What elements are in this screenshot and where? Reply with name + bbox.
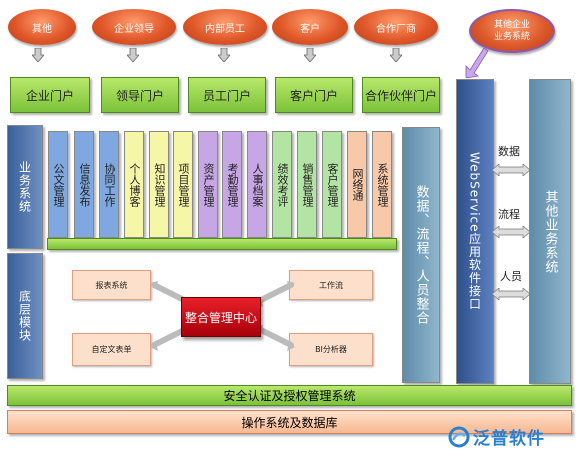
oval-customers: 客户 xyxy=(272,9,348,45)
logo-text: 泛普软件 xyxy=(473,429,545,449)
arrow-down-icon xyxy=(304,48,316,62)
webservice-interface: WebService应用软件接口 xyxy=(456,79,494,384)
portal-partner[interactable]: 合作伙伴门户 xyxy=(362,77,440,113)
module-item[interactable]: 信息发布 xyxy=(74,131,94,238)
other-business-system: 其他业务系统 xyxy=(529,79,571,384)
module-item[interactable]: 公文管理 xyxy=(48,131,68,238)
logo-icon xyxy=(448,426,470,447)
integration-center[interactable]: 整合管理中心 xyxy=(181,297,261,337)
module-item[interactable]: 项目管理 xyxy=(173,131,193,238)
module-item[interactable]: 销售管理 xyxy=(297,131,317,238)
report-system[interactable]: 报表系统 xyxy=(72,270,151,300)
module-item[interactable]: 人事档案 xyxy=(247,131,267,238)
workflow[interactable]: 工作流 xyxy=(289,270,373,300)
module-item[interactable]: 知识管理 xyxy=(149,131,169,238)
module-item[interactable]: 客户管理 xyxy=(322,131,342,238)
flow-label-process: 流程 xyxy=(498,208,520,221)
os-database: 操作系统及数据库 xyxy=(7,410,572,434)
arrow-down-icon xyxy=(218,48,230,62)
module-item[interactable]: 资产管理 xyxy=(198,131,218,238)
flow-label-data: 数据 xyxy=(498,145,520,158)
arrow-down-icon xyxy=(127,48,139,62)
custom-form[interactable]: 自定文表单 xyxy=(72,333,151,366)
oval-partners: 合作厂商 xyxy=(354,9,438,45)
business-system: 业务系统 xyxy=(7,125,43,249)
portal-enterprise[interactable]: 企业门户 xyxy=(10,77,90,113)
module-item[interactable]: 个人博客 xyxy=(124,131,144,238)
oval-other: 其他 xyxy=(8,9,76,45)
arrow-down-icon xyxy=(390,48,402,62)
double-arrow-icon xyxy=(492,164,530,176)
arrow-diagonal-icon xyxy=(255,325,295,351)
portal-leader[interactable]: 领导门户 xyxy=(101,77,179,113)
module-item[interactable]: 系统管理 xyxy=(372,131,392,238)
logo: 泛普软件 xyxy=(448,424,545,449)
oval-leaders: 企业领导 xyxy=(92,9,176,45)
arrow-down-icon xyxy=(32,48,44,62)
portal-employee[interactable]: 员工门户 xyxy=(188,77,266,113)
portal-customer[interactable]: 客户门户 xyxy=(275,77,353,113)
flow-label-people: 人员 xyxy=(500,270,522,283)
arrow-down-left-icon xyxy=(465,48,489,78)
double-arrow-icon xyxy=(492,288,530,300)
oval-employees: 内部员工 xyxy=(183,9,267,45)
module-item[interactable]: 考勤管理 xyxy=(222,131,242,238)
module-base-bar xyxy=(47,238,397,250)
module-item[interactable]: 协同工作 xyxy=(99,131,119,238)
module-item[interactable]: 绩效考评 xyxy=(272,131,292,238)
bi-analyzer[interactable]: BI分析器 xyxy=(289,333,373,366)
base-modules: 底层模块 xyxy=(7,253,43,379)
data-integration: 数据、流程、人员整合 xyxy=(402,127,440,383)
security-system: 安全认证及授权管理系统 xyxy=(7,385,572,406)
module-item[interactable]: 网络通 xyxy=(347,131,367,238)
oval-other-systems: 其他企业 业务系统 xyxy=(469,9,555,53)
double-arrow-icon xyxy=(492,226,530,238)
arrow-diagonal-icon xyxy=(255,281,295,307)
